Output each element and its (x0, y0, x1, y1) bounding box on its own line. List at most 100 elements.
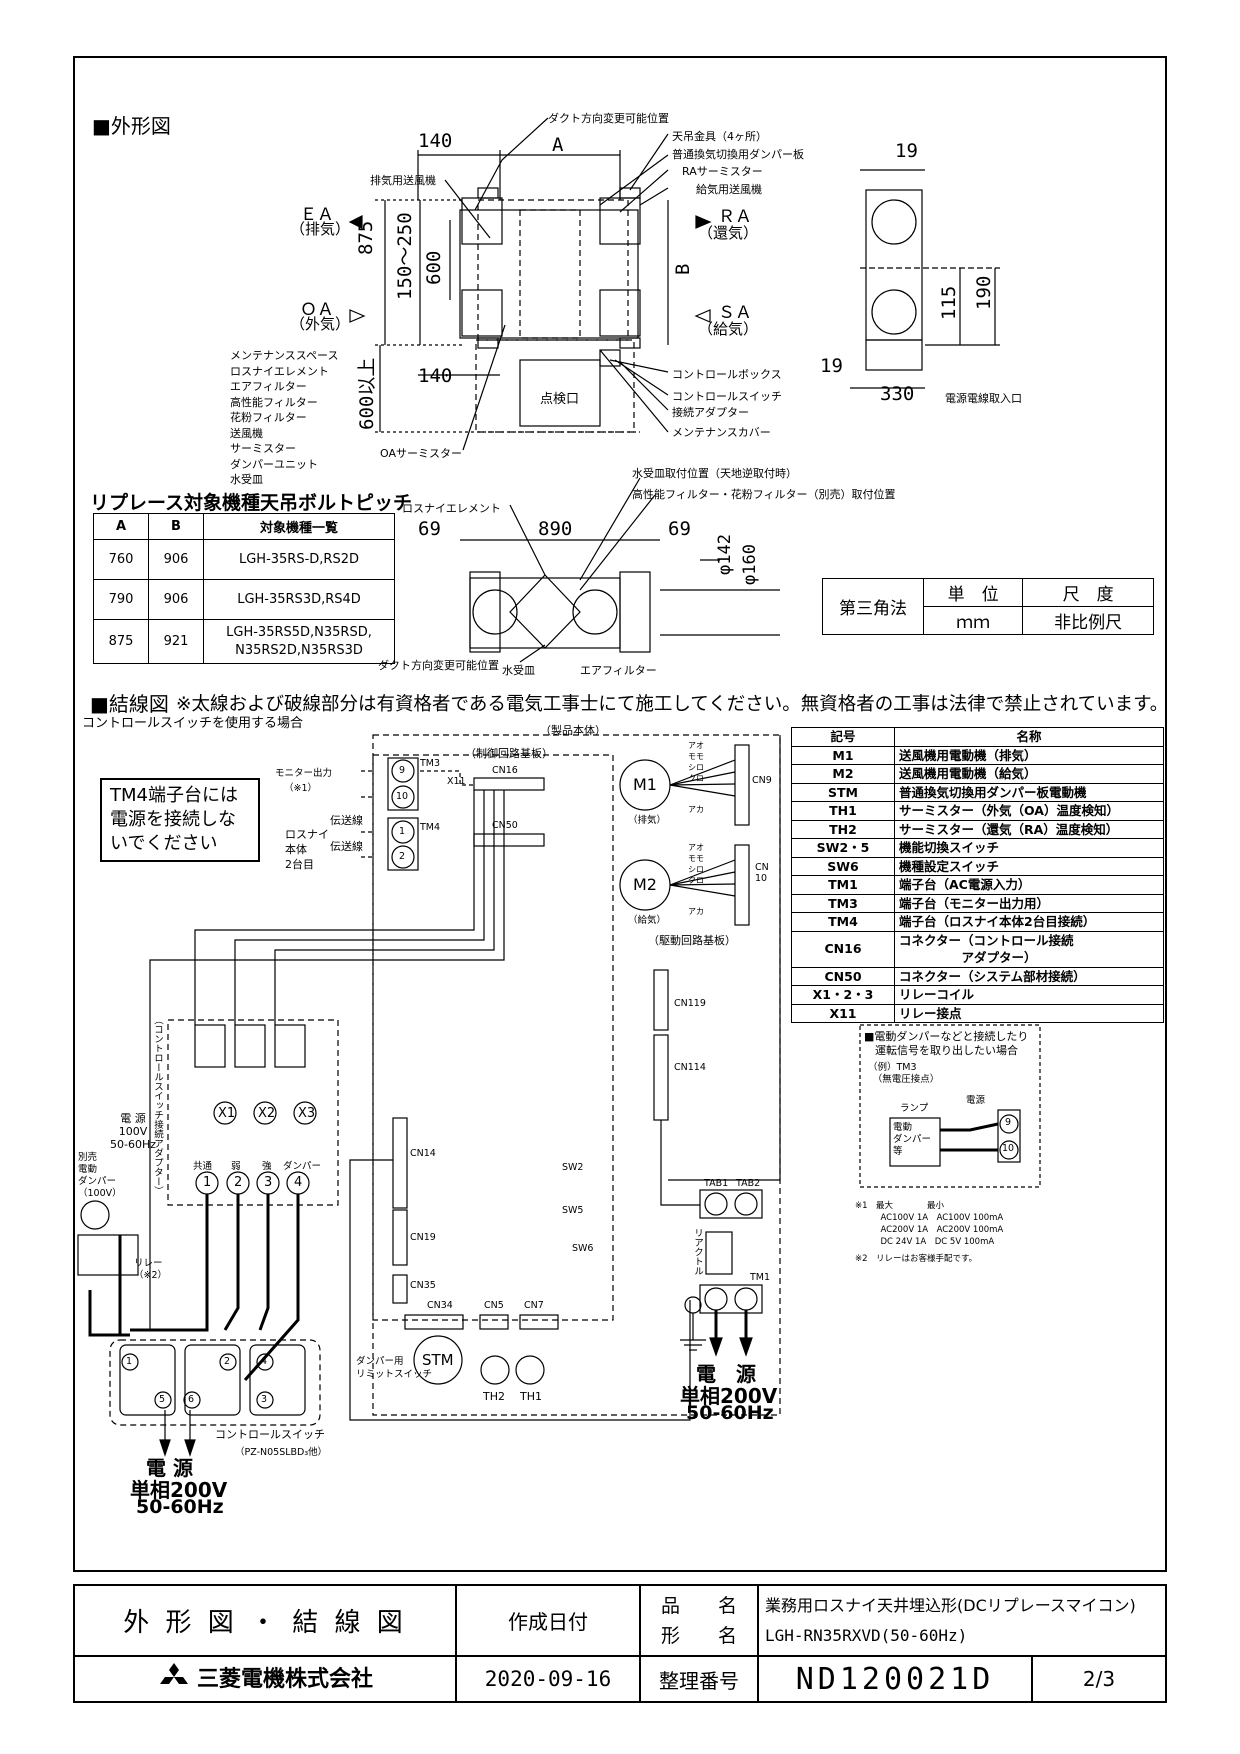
label-monitor-out: モニター出力 (275, 768, 333, 779)
legend-sym-12: X1・2・3 (791, 985, 895, 1005)
wc-m2-1: モモ (688, 854, 704, 863)
legend-name-11: コネクター（システム部材接続） (894, 966, 1164, 986)
label-th1: TH1 (520, 1390, 542, 1403)
wc-m2-0: アオ (688, 843, 704, 852)
ms-3: 高性能フィルター (230, 395, 318, 409)
legend-sym-0: M1 (791, 745, 895, 765)
label-exhaust-fan: 排気用送風機 (370, 174, 436, 187)
dim-875: 875 (355, 220, 377, 255)
label-cn7: CN7 (524, 1300, 544, 1311)
dim-160: φ160 (740, 544, 760, 585)
label-cn114: CN114 (674, 1062, 706, 1073)
dim-190: 190 (973, 275, 995, 310)
label-ea: ＥＡ (300, 205, 334, 225)
label-m1-sub: （排気） (628, 815, 667, 826)
cs-num-0: 1 (126, 1356, 133, 1367)
legend-name-0: 送風機用電動機（排気） (894, 745, 1164, 765)
label-inspection: 点検口 (540, 392, 580, 407)
label-maint-cover: メンテナンスカバー (672, 426, 771, 439)
dim-140-top: 140 (418, 130, 453, 152)
label-ceiling-hanger: 天吊金具（4ヶ所） (672, 130, 767, 143)
scale-scale: 非比例尺 (1022, 606, 1154, 635)
wc-m2-4: アカ (688, 907, 704, 916)
term-label-1: 弱 (231, 1161, 241, 1172)
dim-19-top: 19 (895, 140, 918, 162)
damper-power: 電源 (966, 1095, 986, 1106)
dim-600: 600 (423, 250, 445, 285)
maintenance-space-list: メンテナンススペース ロスナイエレメント エアフィルター 高性能フィルター 花粉… (230, 348, 340, 488)
wc-m1-2: シロ (688, 763, 704, 772)
ms-7: ダンパーユニット (230, 457, 318, 471)
legend-name-6: 機種設定スイッチ (894, 856, 1164, 876)
legend-sym-13: X11 (791, 1003, 895, 1023)
title-block: 外 形 図 ・ 結 線 図 作成日付 品 名 形 名 業務用ロスナイ天井埋込形(… (73, 1584, 1167, 1703)
label-air-filter: エアフィルター (580, 664, 657, 677)
tm4-num-2: 2 (399, 851, 406, 862)
legend-sym-10: CN16 (791, 930, 895, 968)
label-cn5: CN5 (484, 1300, 504, 1311)
ms-5: 送風機 (230, 426, 263, 440)
term-label-2: 強 (262, 1161, 272, 1172)
label-cn10: CN 10 (755, 862, 769, 884)
outline-side-view (850, 169, 1000, 389)
power-bottom-2: 単相200V (130, 1478, 228, 1502)
label-cs-model: （PZ-N05SLBD₃他） (235, 1447, 328, 1458)
label-th2: TH2 (483, 1390, 505, 1403)
dim-142: φ142 (715, 534, 735, 575)
rep-r0-a: 760 (93, 539, 149, 580)
legend-name-13: リレー接点 (894, 1003, 1164, 1023)
wiring-heading: ■結線図 (90, 692, 169, 716)
label-sa-sub: （給気） (698, 320, 759, 338)
label-supply-fan: 給気用送風機 (696, 183, 762, 196)
title-model: LGH-RN35RXVD(50-60Hz) (765, 1625, 968, 1645)
ms-2: エアフィルター (230, 380, 307, 393)
rep-h-a: A (93, 513, 149, 540)
rep-r1-b: 906 (148, 579, 204, 620)
title-label-cell: 品 名 形 名 (639, 1584, 759, 1657)
title-date: 2020-09-16 (455, 1655, 641, 1703)
legend-name-4: サーミスター（還気（RA）温度検知） (894, 819, 1164, 839)
damper-device: 電動 ダンパー 等 (893, 1122, 932, 1157)
label-x3: X3 (298, 1106, 316, 1121)
title-page: 2/3 (1031, 1655, 1167, 1703)
rep-r2-m: LGH-35RS5D,N35RSD, N35RS2D,N35RS3D (203, 619, 395, 664)
cs-num-2: 4 (261, 1356, 268, 1367)
dim-69-l: 69 (418, 518, 441, 540)
label-tm1: TM1 (750, 1272, 771, 1283)
title-doc: 外 形 図 ・ 結 線 図 (73, 1584, 457, 1657)
scale-unit: ｍｍ (922, 606, 1024, 635)
legend-sym-4: TH2 (791, 819, 895, 839)
ms-4: 花粉フィルター (230, 411, 307, 424)
wc-m2-2: シロ (688, 865, 704, 874)
damper-tm3-10: 10 (1002, 1143, 1015, 1154)
label-cn35: CN35 (410, 1280, 436, 1291)
term-num-2: 3 (264, 1175, 273, 1190)
label-damper-board: 普通換気切換用ダンパー板 (672, 148, 804, 161)
outline-top-view (348, 117, 712, 451)
label-cn19: CN19 (410, 1232, 436, 1243)
rep-r1-a: 790 (93, 579, 149, 620)
wc-m1-3: クロ (688, 774, 704, 783)
term-label-3: ダンパー (283, 1161, 322, 1172)
label-cn14: CN14 (410, 1148, 436, 1159)
wc-m1-4: アカ (688, 805, 704, 814)
replace-heading: リプレース対象機種天吊ボルトピッチ (90, 492, 413, 514)
label-drain-pos: 水受皿取付位置（天地逆取付時） (632, 467, 797, 480)
label-ea-sub: （排気） (290, 220, 351, 238)
label-x2: X2 (258, 1106, 276, 1121)
label-reactor: リアクトル (692, 1228, 703, 1276)
dim-140-bot: 140 (418, 365, 453, 387)
legend-sym-7: TM1 (791, 875, 895, 895)
tm3-num-10: 10 (396, 791, 409, 802)
wc-m1-1: モモ (688, 752, 704, 761)
label-lossnay-body2: ロスナイ 本体 2台目 (285, 828, 329, 871)
ms-6: サーミスター (230, 442, 296, 455)
label-control-board: （制御回路基板） (465, 747, 553, 760)
label-lossnay-element: ロスナイエレメント (402, 502, 501, 515)
label-trans1: 伝送線 (330, 814, 363, 827)
wire-colors-m2: アオ モモ シロ クロ アカ (688, 842, 704, 917)
title-ref: ND120021D (757, 1655, 1033, 1703)
label-filter-pos: 高性能フィルター・花粉フィルター（別売）取付位置 (632, 488, 896, 501)
label-cs: コントロールスイッチ (215, 1428, 325, 1441)
